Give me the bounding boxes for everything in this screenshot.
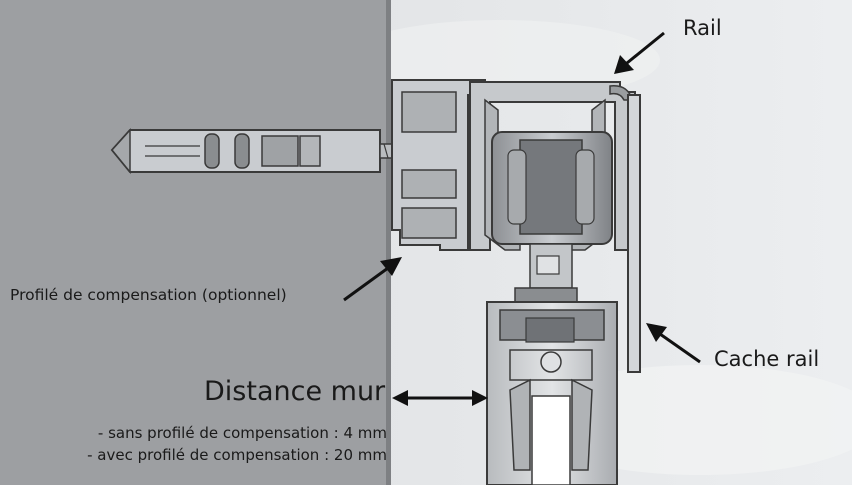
wall: [0, 0, 390, 485]
cache-rail-arrow: [646, 323, 701, 364]
distance-mur-arrow: [392, 390, 488, 406]
compensation-profile: [391, 79, 486, 251]
cache-rail: [627, 94, 641, 373]
distance-mur-label: Distance mur: [204, 376, 386, 407]
note-with-profile: - avec profilé de compensation : 20 mm: [87, 446, 387, 464]
note-without-profile: - sans profilé de compensation : 4 mm: [97, 424, 387, 442]
wall-plug: [110, 128, 381, 175]
compensation-profile-label: Profilé de compensation (optionnel): [10, 286, 287, 304]
rail-label: Rail: [683, 16, 722, 40]
rail-arrow: [614, 31, 665, 74]
door-frame: [486, 301, 618, 485]
wall-face: [386, 0, 391, 485]
cache-rail-label: Cache rail: [714, 347, 820, 371]
compensation-profile-arrow: [343, 257, 402, 302]
